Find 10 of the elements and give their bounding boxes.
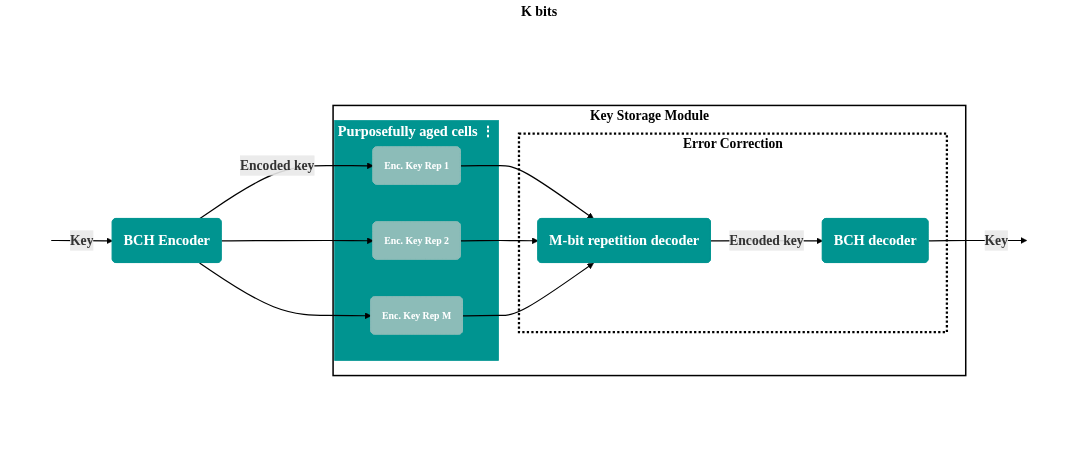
arrow xyxy=(460,164,594,220)
arrow xyxy=(220,237,374,245)
arrow xyxy=(462,262,594,317)
arrow xyxy=(198,262,372,320)
edge-label: Key xyxy=(984,232,1008,248)
arrow xyxy=(460,237,539,245)
edge-label: Encoded key xyxy=(240,157,315,173)
edge-label: Key xyxy=(70,232,94,248)
bit-width-label: K bits xyxy=(520,4,558,20)
edge-label: Encoded key xyxy=(729,232,804,248)
